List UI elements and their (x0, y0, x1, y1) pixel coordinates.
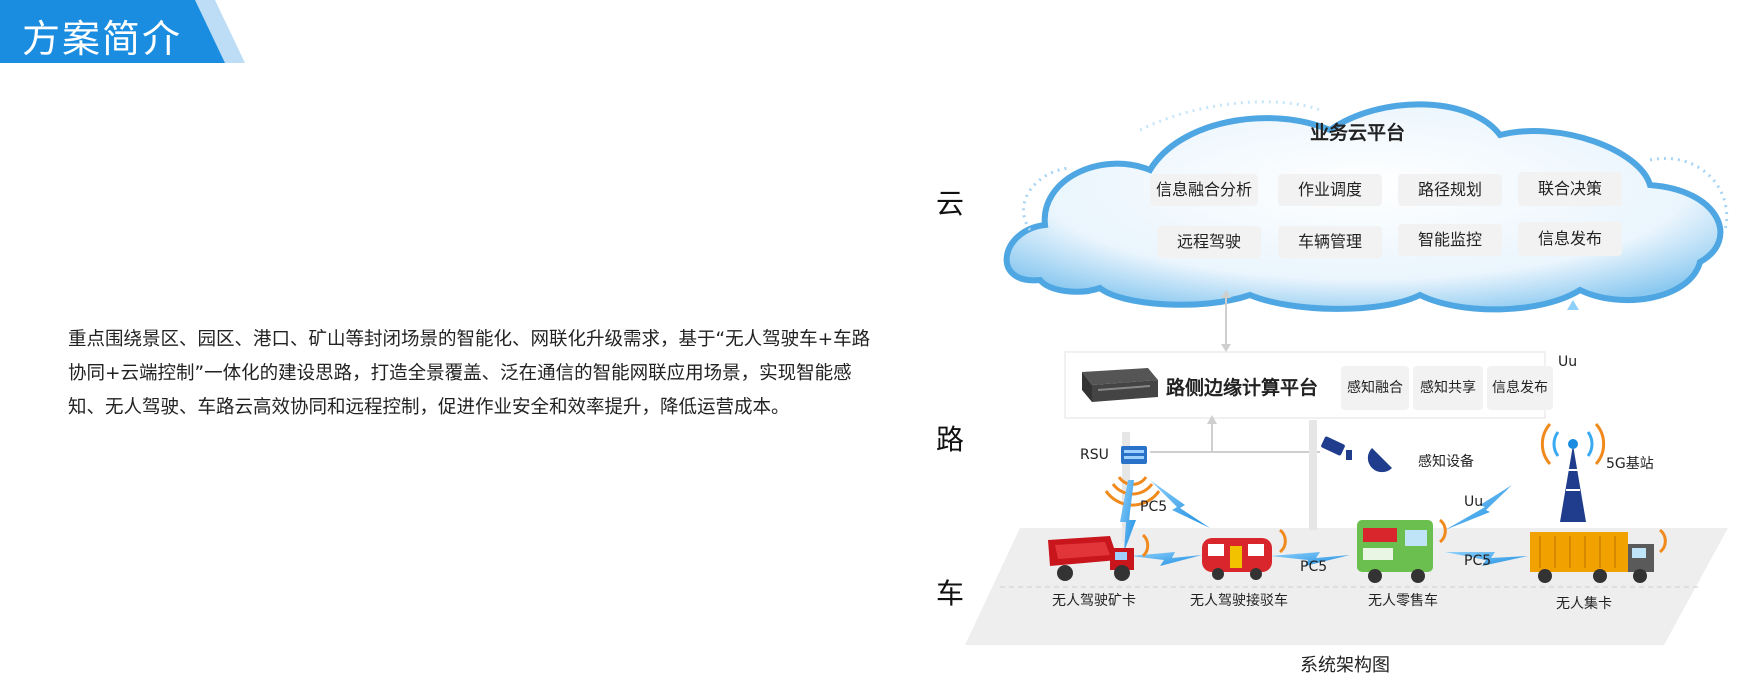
cloud-module-smart-monitoring: 智能监控 (1398, 224, 1502, 256)
vehicle-label-mining-truck: 无人驾驶矿卡 (1052, 593, 1136, 609)
edge-platform-title: 路侧边缘计算平台 (1166, 377, 1319, 399)
base-station-label: 5G基站 (1606, 456, 1654, 472)
vehicle-label-shuttle-bus: 无人驾驶接驳车 (1190, 593, 1288, 609)
sensor-pole (1309, 420, 1317, 530)
shuttle-bus-icon (1202, 528, 1287, 580)
cloud-module-joint-decision: 联合决策 (1518, 172, 1622, 206)
pc5-label-2: PC5 (1300, 559, 1328, 575)
cloud-module-remote-driving: 远程驾驶 (1157, 226, 1261, 258)
pc5-label-3: PC5 (1464, 553, 1492, 569)
rsu-icon (1121, 446, 1147, 464)
vehicle-label-retail-van: 无人零售车 (1368, 593, 1438, 609)
pc5-bolt-1 (1130, 552, 1202, 566)
pc5-bolt-2 (1270, 552, 1350, 566)
uu-label-mid: Uu (1464, 494, 1484, 510)
cloud-module-info-fusion: 信息融合分析 (1150, 174, 1258, 206)
cloud-module-dispatch: 作业调度 (1278, 174, 1382, 206)
layer-label-vehicle: 车 (936, 577, 965, 610)
pc5-label-1: PC5 (1140, 499, 1168, 515)
layer-label-cloud: 云 (936, 187, 965, 220)
vehicle-label-container-truck: 无人集卡 (1556, 596, 1612, 612)
cloud-module-vehicle-management: 车辆管理 (1278, 226, 1382, 258)
cloud-module-path-planning: 路径规划 (1398, 174, 1502, 206)
rsu-pole (1122, 432, 1130, 542)
sensing-device-label: 感知设备 (1418, 454, 1474, 470)
uu-bolt-tower-van (1445, 485, 1512, 530)
container-truck-icon (1530, 528, 1667, 583)
5g-tower-icon (1540, 423, 1606, 522)
mining-truck-icon (1048, 533, 1150, 581)
diagram-caption: 系统架构图 (1300, 655, 1390, 676)
header-banner (0, 0, 245, 63)
edge-module-perception-fusion: 感知融合 (1341, 366, 1409, 410)
pc5-bolt-3 (1445, 552, 1528, 566)
camera-icon (1321, 436, 1352, 460)
cloud-platform-title: 业务云平台 (1310, 122, 1406, 144)
layer-label-road: 路 (936, 423, 965, 456)
radar-dish-icon (1367, 448, 1392, 473)
cloud-module-info-release: 信息发布 (1518, 222, 1622, 256)
server-icon (1082, 368, 1158, 402)
pc5-bolt-rsu-bus (1150, 480, 1210, 528)
page-title: 方案简介 (22, 17, 183, 61)
cloud-shape (1003, 100, 1729, 313)
edge-module-perception-sharing: 感知共享 (1413, 366, 1483, 410)
edge-module-info-release: 信息发布 (1487, 366, 1553, 410)
rsu-label: RSU (1080, 447, 1109, 463)
retail-van-icon (1357, 518, 1447, 583)
pc5-bolt-rsu-down (1120, 480, 1136, 552)
intro-paragraph: 重点围绕景区、园区、港口、矿山等封闭场景的智能化、网联化升级需求，基于“无人驾驶… (68, 329, 871, 418)
uu-label-top: Uu (1558, 354, 1578, 370)
